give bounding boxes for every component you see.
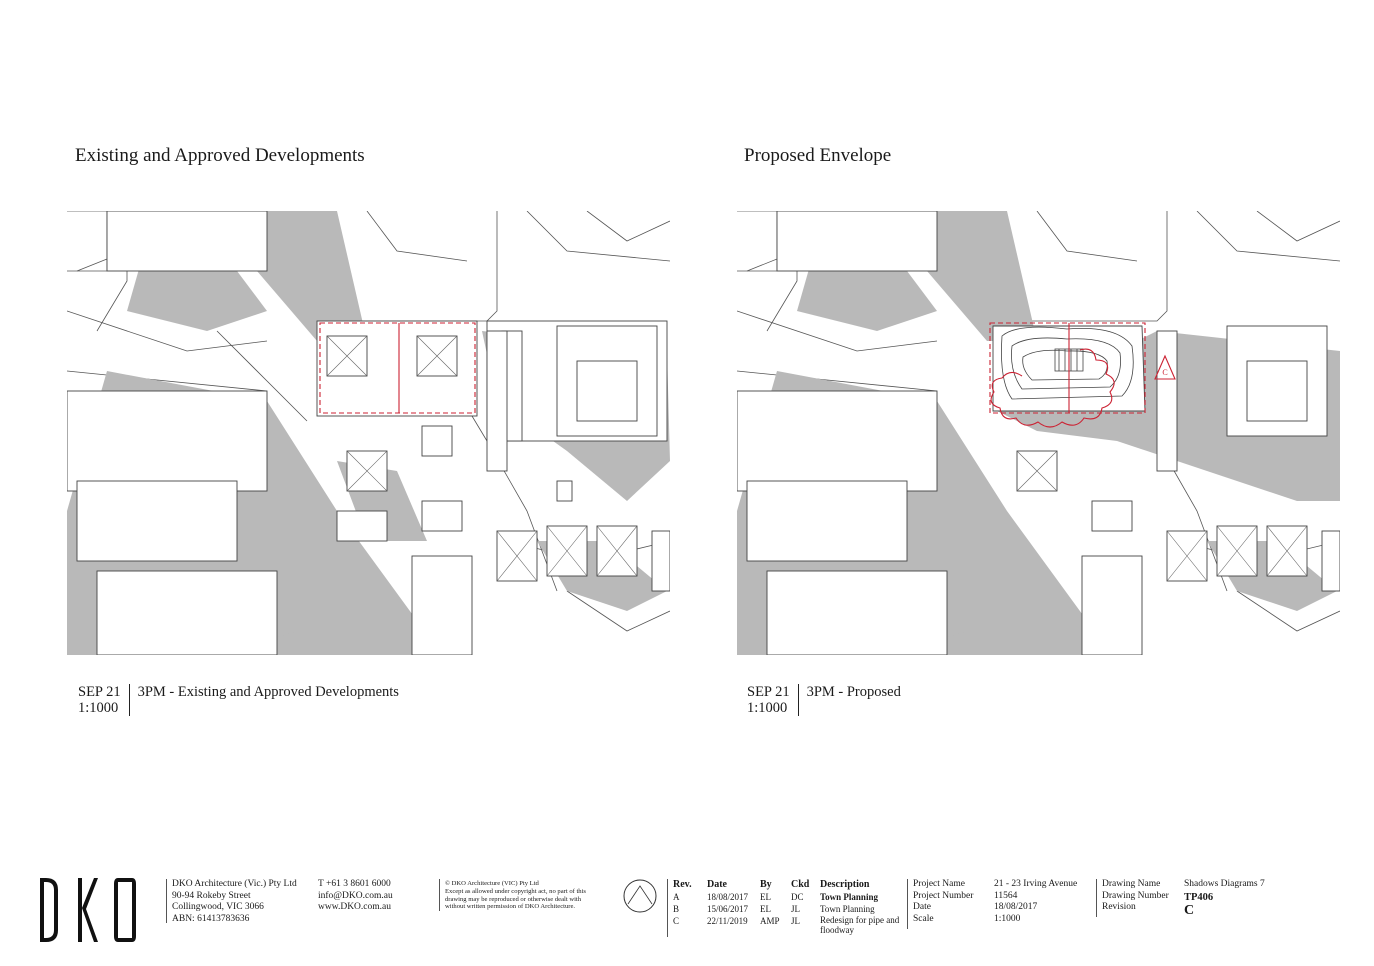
project-date-value: 18/08/2017 [994, 902, 1038, 912]
caption-date: SEP 21 [747, 684, 790, 700]
north-point-icon [622, 878, 658, 918]
revision-label: Revision [1102, 902, 1136, 912]
caption-description: 3PM - Existing and Approved Developments [137, 684, 399, 700]
ckd-cell: DC [791, 892, 804, 902]
project-scale-value: 1:1000 [994, 913, 1021, 924]
caption-existing: SEP 21 1:1000 3PM - Existing and Approve… [78, 684, 399, 716]
ckd-cell: JL [791, 904, 800, 914]
copyright-line: © DKO Architecture (VIC) Pty Ltd [445, 880, 539, 887]
revision-row: B 15/06/2017 EL JL Town Planning [673, 903, 910, 915]
panel-heading-proposed: Proposed Envelope [744, 145, 892, 166]
project-number-value: 11564 [994, 890, 1018, 901]
revision-table: Rev. Date By Ckd Description A 18/08/201… [673, 878, 910, 935]
dko-logo [38, 876, 138, 948]
rev-cell: C [673, 916, 680, 926]
revision-value: C [1184, 902, 1195, 918]
drawing-number-label: Drawing Number [1102, 890, 1169, 901]
by-cell: EL [760, 904, 771, 914]
revision-cloud-tag: C [1162, 368, 1167, 377]
project-name-label: Project Name [913, 879, 965, 889]
panel-heading-existing: Existing and Approved Developments [75, 145, 365, 166]
company-info: DKO Architecture (Vic.) Pty Ltd 90-94 Ro… [172, 879, 297, 925]
rev-cell: B [673, 904, 680, 914]
date-header: Date [707, 879, 727, 890]
date-cell: 15/06/2017 [707, 904, 749, 914]
date-cell: 22/11/2019 [707, 916, 748, 926]
ckd-cell: JL [791, 916, 800, 926]
drawing-name-value: Shadows Diagrams 7 [1184, 879, 1265, 889]
project-number-label: Project Number [913, 890, 974, 901]
contact-phone: T +61 3 8601 6000 [318, 879, 391, 889]
ckd-header: Ckd [791, 879, 810, 890]
caption-scale: 1:1000 [747, 700, 788, 716]
company-street: 90-94 Rokeby Street [172, 890, 251, 901]
project-name-value: 21 - 23 Irving Avenue [994, 879, 1078, 889]
by-cell: EL [760, 892, 771, 902]
caption-scale: 1:1000 [78, 700, 119, 716]
description-header: Description [820, 879, 870, 890]
caption-date: SEP 21 [78, 684, 121, 700]
date-cell: 18/08/2017 [707, 892, 749, 902]
by-header: By [760, 879, 772, 890]
revision-row: C 22/11/2019 AMP JL Redesign for pipe an… [673, 915, 910, 935]
description-cell: Town Planning [820, 892, 878, 902]
drawing-name-label: Drawing Name [1102, 879, 1161, 889]
rev-header: Rev. [673, 879, 692, 890]
caption-proposed: SEP 21 1:1000 3PM - Proposed [747, 684, 901, 716]
revision-row: A 18/08/2017 EL DC Town Planning [673, 891, 910, 903]
project-scale-label: Scale [913, 913, 934, 924]
revision-header-row: Rev. Date By Ckd Description [673, 878, 910, 891]
copyright-line: drawing may be reproduced or otherwise d… [445, 895, 582, 903]
description-cell: Redesign for pipe and floodway [820, 915, 900, 935]
project-values: 21 - 23 Irving Avenue 11564 18/08/2017 1… [994, 879, 1077, 925]
company-name: DKO Architecture (Vic.) Pty Ltd [172, 879, 297, 889]
caption-description: 3PM - Proposed [806, 684, 901, 700]
rev-cell: A [673, 892, 680, 902]
copyright-notice: © DKO Architecture (VIC) Pty Ltd Except … [445, 880, 586, 911]
shadow-plan-existing [67, 211, 670, 655]
contact-website[interactable]: www.DKO.com.au [318, 902, 391, 912]
by-cell: AMP [760, 916, 780, 926]
description-cell: Town Planning [820, 904, 875, 914]
contact-info: T +61 3 8601 6000 info@DKO.com.au www.DK… [318, 879, 393, 914]
shadow-plan-proposed: C [737, 211, 1340, 655]
copyright-line: Except as allowed under copyright act, n… [445, 887, 586, 895]
project-date-label: Date [913, 902, 931, 912]
company-city: Collingwood, VIC 3066 [172, 902, 264, 912]
drawing-number-value: TP406 [1184, 891, 1214, 903]
company-abn: ABN: 61413783636 [172, 913, 250, 924]
contact-email[interactable]: info@DKO.com.au [318, 890, 393, 901]
copyright-line: without written permission of DKO Archit… [445, 903, 576, 911]
project-labels: Project Name Project Number Date Scale [913, 879, 973, 925]
drawing-values: Shadows Diagrams 7 TP406 C [1184, 879, 1265, 918]
drawing-labels: Drawing Name Drawing Number Revision [1102, 879, 1169, 914]
